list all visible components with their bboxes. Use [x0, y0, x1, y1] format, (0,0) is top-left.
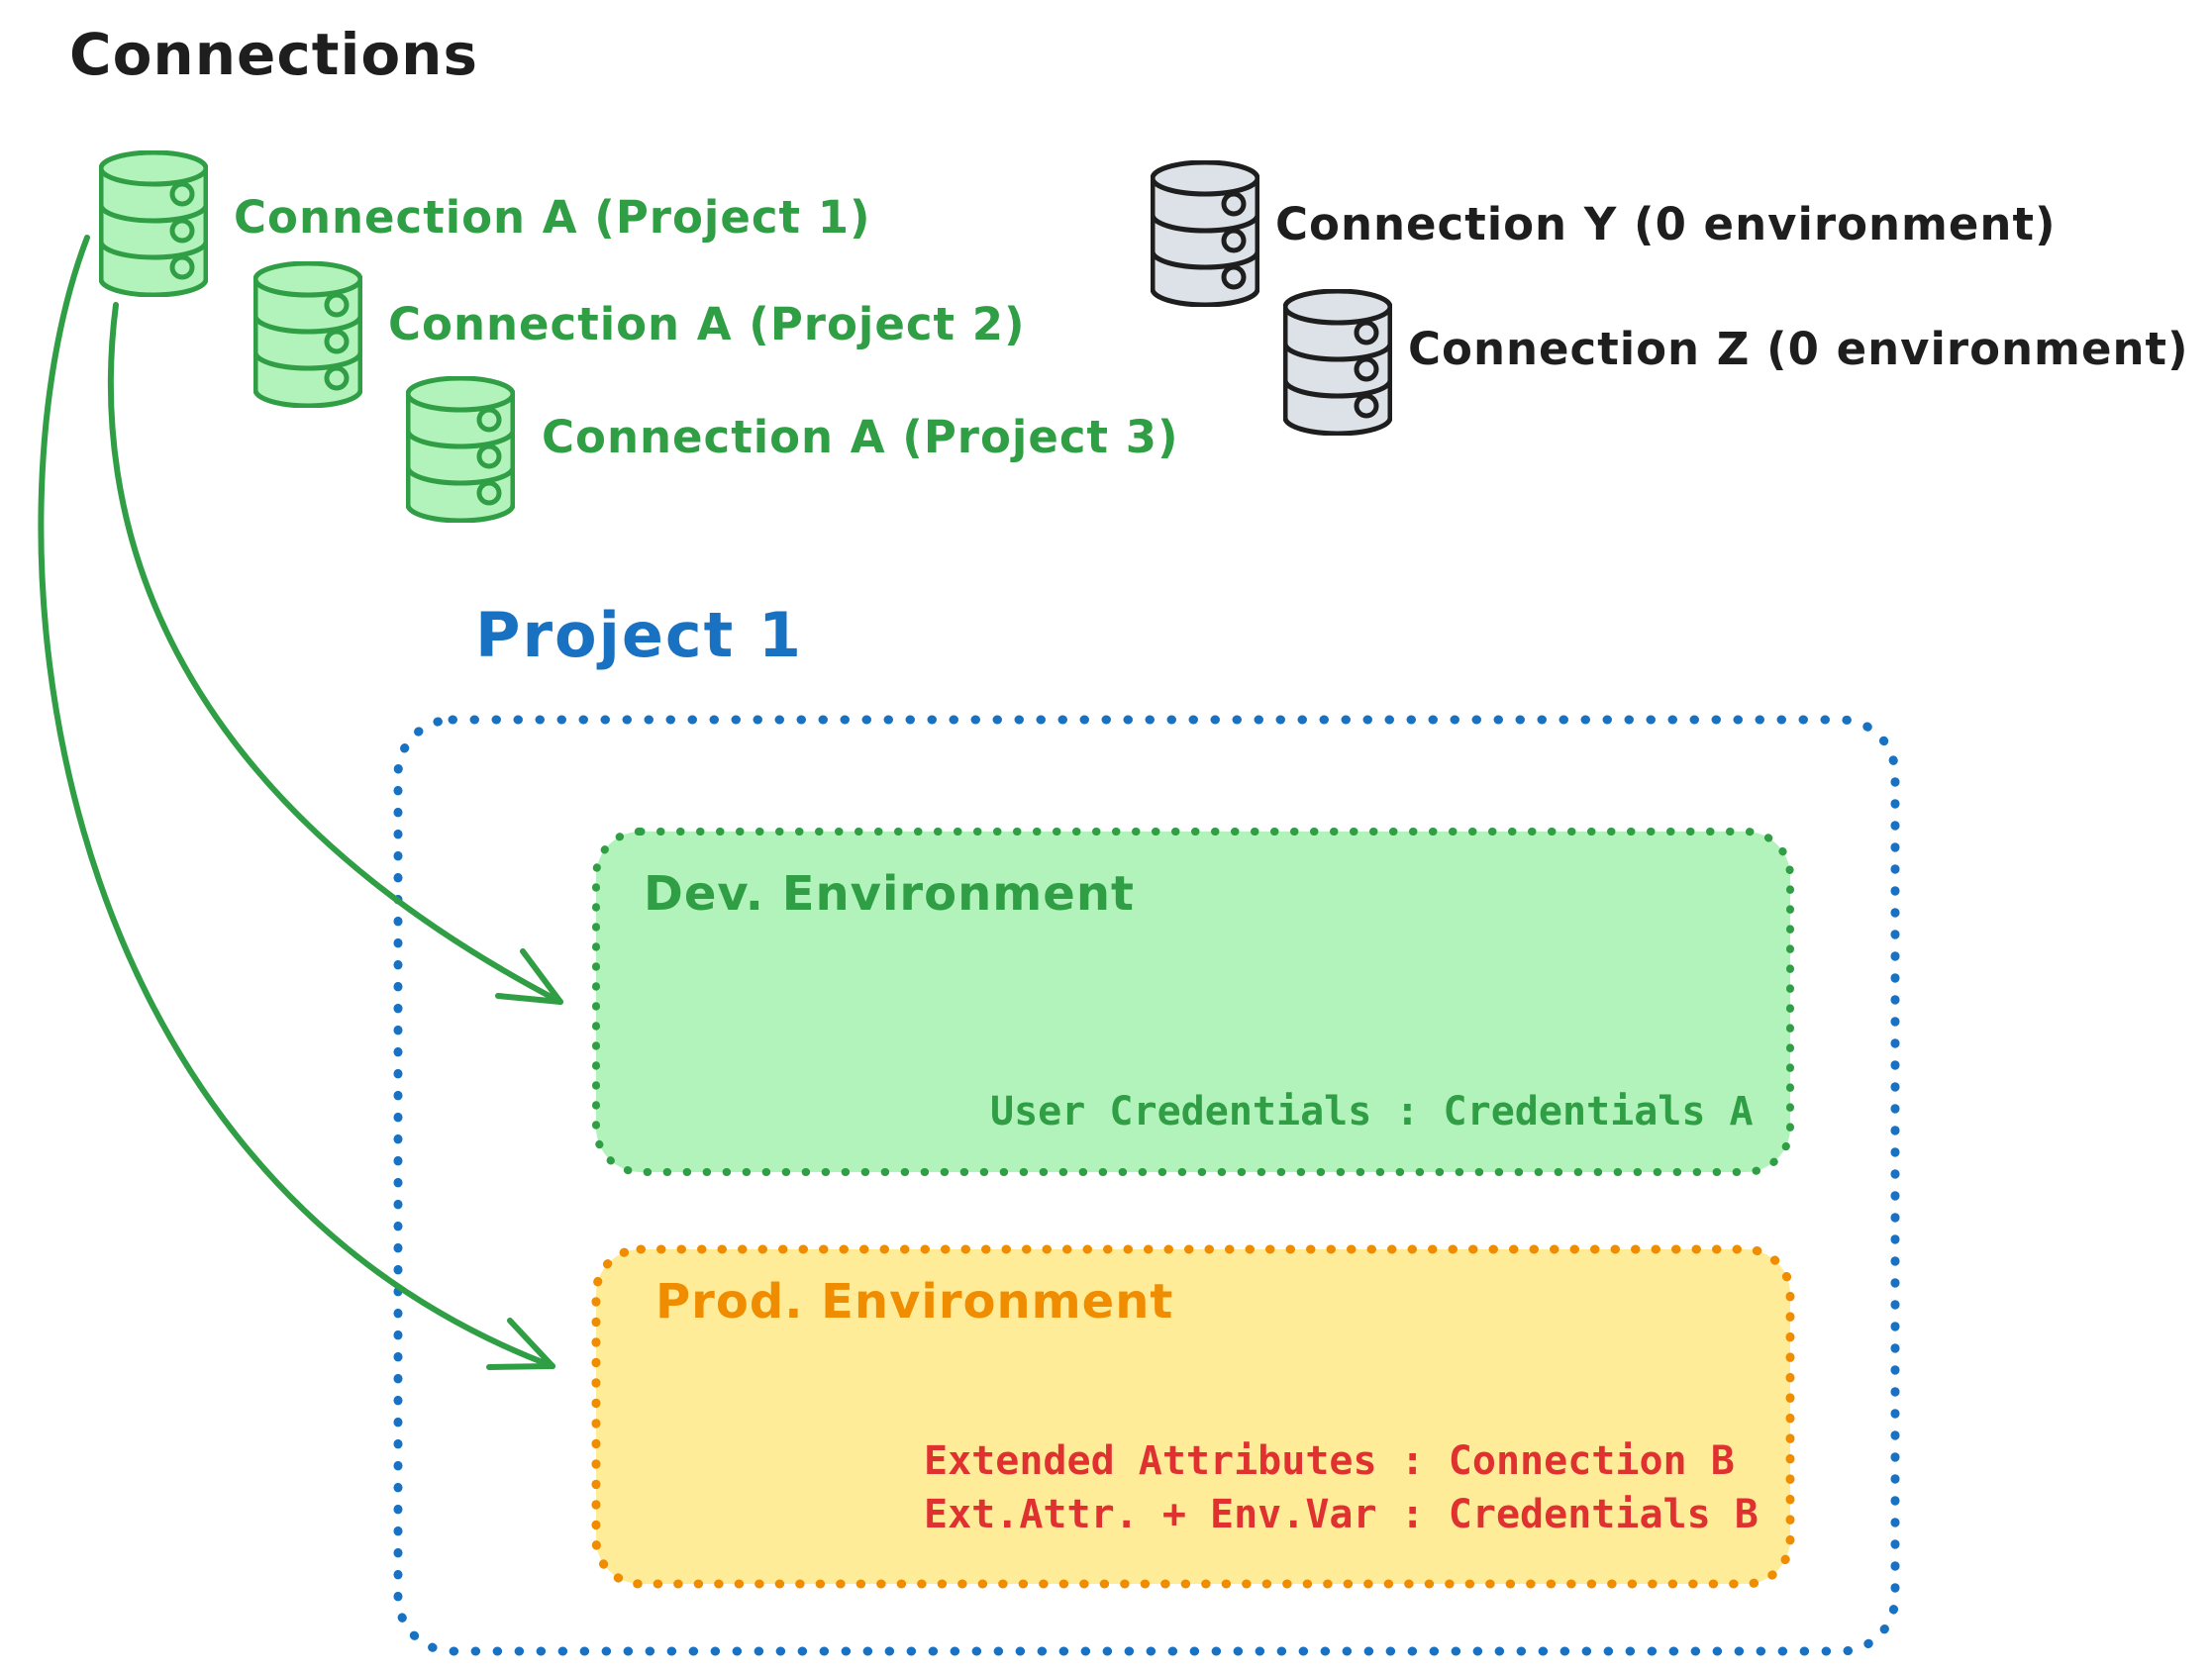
prod-credentials-mapping: Ext.Attr. + Env.Var : Credentials B: [924, 1492, 1759, 1537]
database-icon-connection-z: [1285, 291, 1390, 434]
database-icon-connection-a-project-2: [255, 263, 360, 406]
dev-credentials-mapping: User Credentials : Credentials A: [990, 1089, 1754, 1134]
dev-environment-title: Dev. Environment: [644, 866, 1135, 922]
label-connection-z: Connection Z (0 environment): [1408, 323, 2189, 375]
label-connection-a-project-3: Connection A (Project 3): [542, 411, 1179, 463]
database-icon-connection-a-project-3: [408, 378, 513, 521]
prod-environment-box: [591, 1244, 1795, 1589]
arrow-connection-a-to-dev-environment: [107, 302, 563, 1005]
label-connection-y: Connection Y (0 environment): [1275, 198, 2057, 250]
database-icon-connection-a-project-1: [101, 152, 206, 295]
dev-environment-box: [592, 828, 1794, 1176]
label-connection-a-project-2: Connection A (Project 2): [388, 298, 1026, 350]
prod-connection-mapping: Extended Attributes : Connection B: [924, 1438, 1735, 1484]
arrow-connection-a-to-prod-environment: [38, 235, 555, 1370]
label-connection-a-project-1: Connection A (Project 1): [234, 191, 871, 244]
database-icon-connection-y: [1153, 162, 1257, 305]
project-1-title: Project 1: [475, 599, 804, 671]
prod-environment-title: Prod. Environment: [655, 1274, 1174, 1329]
project-1-box: [393, 715, 1900, 1656]
diagram-title: Connections: [69, 21, 478, 88]
